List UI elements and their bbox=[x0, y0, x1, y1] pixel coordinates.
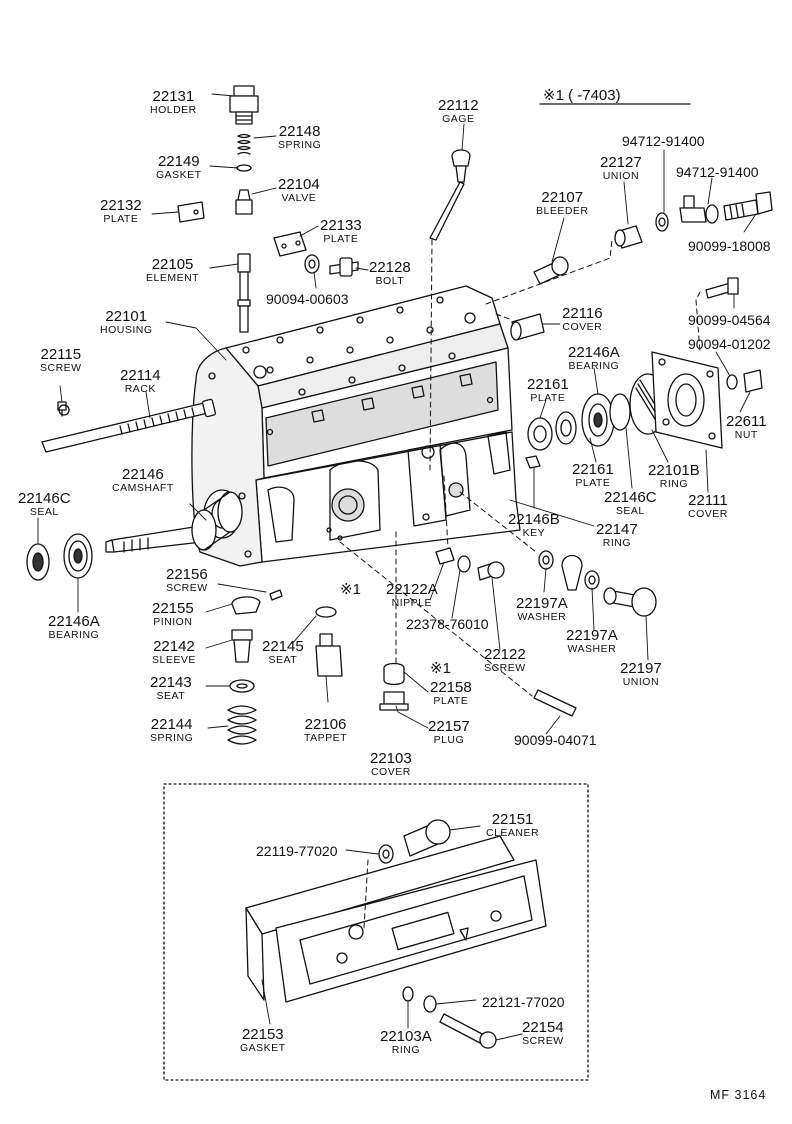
tappet-parts-drawing bbox=[227, 589, 343, 745]
rack-screw-drawing bbox=[57, 401, 70, 417]
code-22119-77020: 22119-77020 bbox=[256, 843, 338, 859]
rack-drawing bbox=[41, 398, 217, 453]
bolt-22128-drawing bbox=[304, 254, 359, 277]
key-drawing bbox=[525, 455, 541, 469]
plates-drawing bbox=[177, 201, 307, 257]
assembly-lines bbox=[339, 239, 701, 929]
nipple-screw-drawing bbox=[435, 547, 505, 581]
series-note: ※1 ( -7403) bbox=[543, 87, 621, 104]
figure-id: MF 3164 bbox=[710, 1088, 767, 1102]
cover-22116-drawing bbox=[510, 313, 545, 341]
gage-drawing bbox=[429, 149, 471, 241]
code-22378-76010: 22378-76010 bbox=[406, 616, 489, 632]
code-90099-18008: 90099-18008 bbox=[688, 238, 771, 254]
code-90099-04564: 90099-04564 bbox=[688, 312, 771, 328]
left-seal-bearing-drawing bbox=[26, 533, 93, 581]
union-top-right-drawing bbox=[614, 191, 773, 249]
code-94712-91400-a: 94712-91400 bbox=[622, 133, 705, 149]
inspection-cover-drawing bbox=[245, 819, 547, 1049]
code-94712-91400-b: 94712-91400 bbox=[676, 164, 759, 180]
code-90094-01202: 90094-01202 bbox=[688, 336, 771, 352]
code-90094-00603: 90094-00603 bbox=[266, 291, 349, 307]
end-cover-drawing bbox=[651, 351, 763, 449]
camshaft-drawing bbox=[105, 491, 243, 553]
bolt-04564-drawing bbox=[705, 277, 739, 299]
stud-drawing bbox=[533, 689, 577, 717]
note-nipple: ※1 bbox=[340, 581, 361, 598]
washers-union-drawing bbox=[538, 550, 657, 617]
code-90099-04071: 90099-04071 bbox=[514, 732, 597, 748]
bleeder-drawing bbox=[533, 256, 569, 285]
note-plate: ※1 bbox=[430, 660, 451, 677]
delivery-valve-drawing bbox=[229, 85, 259, 333]
leader-lines bbox=[37, 93, 757, 1041]
code-22121-77020: 22121-77020 bbox=[482, 994, 565, 1010]
cover-group-frame bbox=[163, 783, 589, 1081]
plate-plug-drawing bbox=[379, 662, 409, 711]
